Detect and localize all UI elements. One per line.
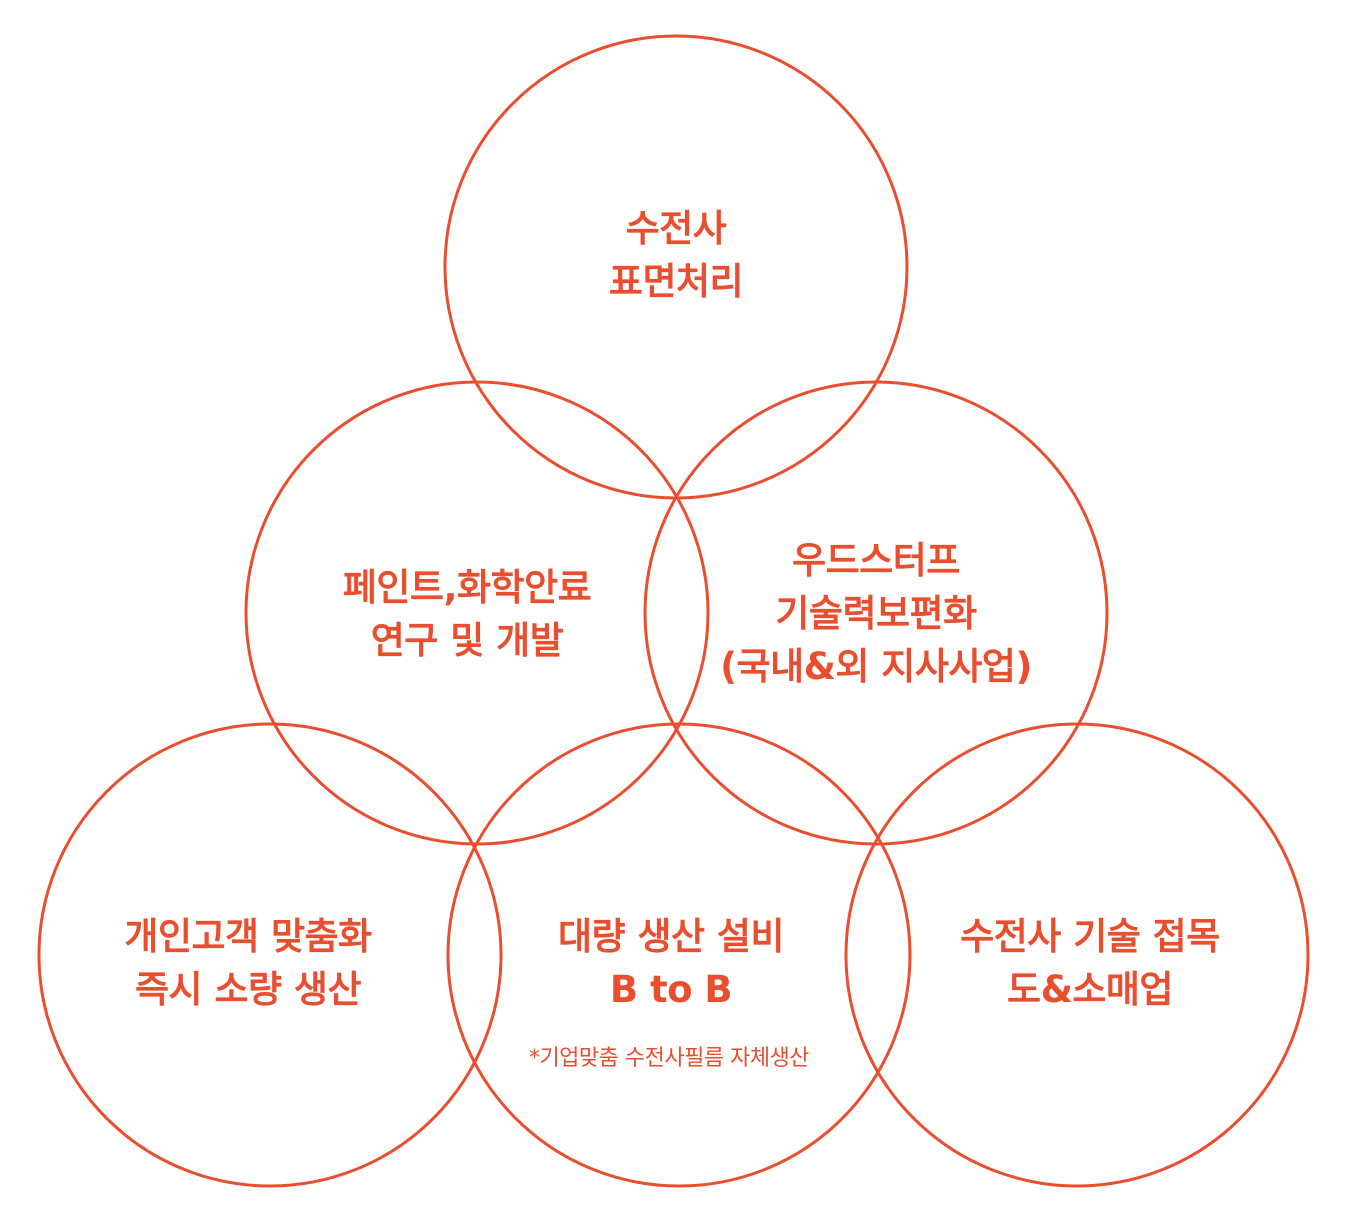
label-line: 수전사 [625, 207, 727, 250]
label-line: 즉시 소량 생산 [134, 968, 362, 1011]
label-line: 수전사 기술 접목 [960, 915, 1220, 958]
label-line: 대량 생산 설비 [557, 915, 785, 958]
label-line: 표면처리 [608, 260, 744, 303]
label-line: 도&소매업 [1007, 968, 1173, 1011]
label-mass-production: 대량 생산 설비 B to B [461, 910, 881, 1016]
circle-bottom-center [446, 722, 912, 1188]
label-custom-production: 개인고객 맞춤화 즉시 소량 생산 [38, 910, 458, 1016]
label-line: B to B [609, 968, 733, 1011]
label-surface-treatment: 수전사 표면처리 [466, 202, 886, 308]
label-mass-production-note: *기업맞춤 수전사필름 자체생산 [528, 1046, 810, 1071]
label-paint-research: 페인트,화학안료 연구 및 개발 [257, 561, 677, 667]
label-line: 연구 및 개발 [370, 619, 564, 662]
label-line: 페인트,화학안료 [342, 566, 592, 609]
label-line: 기술력보편화 [775, 592, 977, 635]
label-line: (국내&외 지사사업) [720, 645, 1032, 688]
label-woodstuff: 우드스터프 기술력보편화 (국내&외 지사사업) [666, 534, 1086, 693]
label-line: 개인고객 맞춤화 [124, 915, 372, 958]
label-line: 우드스터프 [792, 539, 960, 582]
circle-bottom-right [844, 722, 1310, 1188]
circle-bottom-left [37, 722, 503, 1188]
label-retail: 수전사 기술 접목 도&소매업 [880, 910, 1300, 1016]
